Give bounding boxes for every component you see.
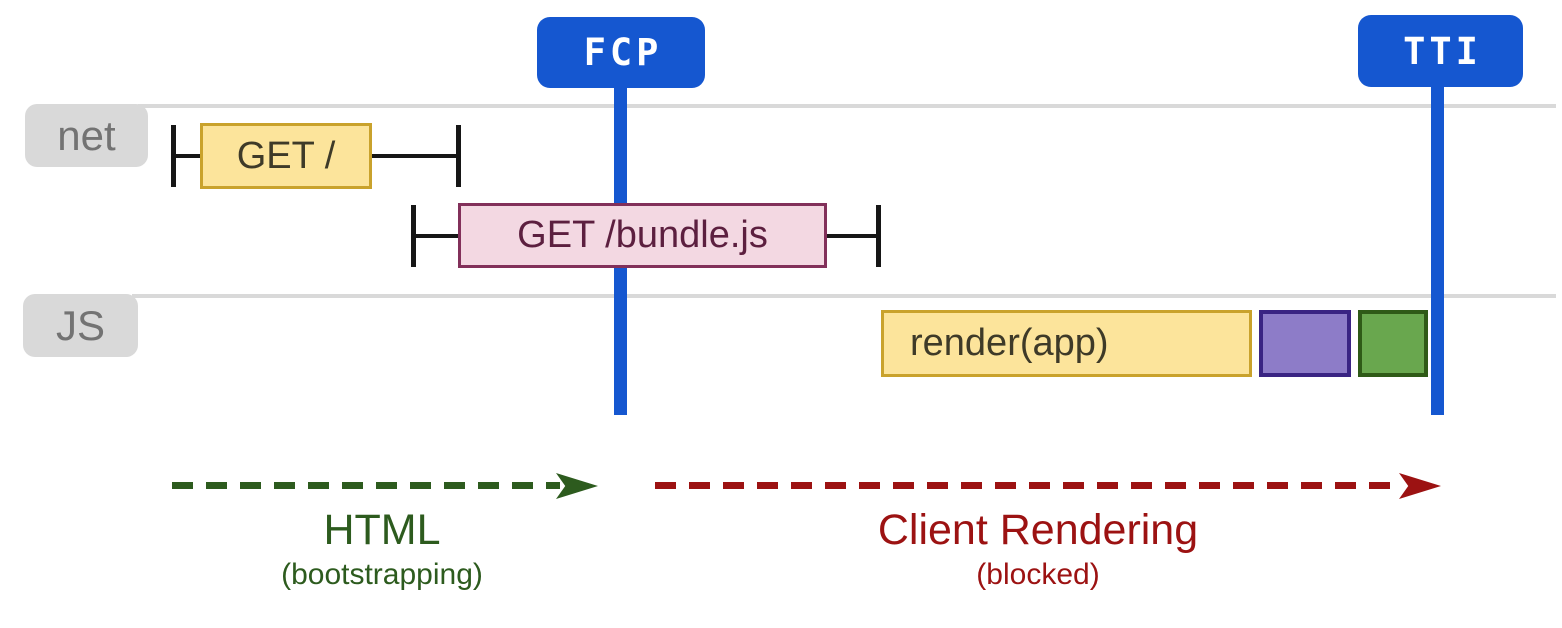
tti-marker-line — [1431, 84, 1444, 415]
net-lane-label: net — [25, 104, 148, 167]
get-bundle-right-connector — [827, 234, 877, 238]
fcp-badge: FCP — [537, 17, 705, 88]
html-phase-arrowhead-icon — [556, 473, 598, 499]
client-rendering-subtitle: (blocked) — [976, 558, 1100, 591]
fcp-badge-label: FCP — [583, 31, 663, 74]
get-root-left-connector — [176, 154, 200, 158]
render-app-bar: render(app) — [881, 310, 1252, 377]
html-phase-subtitle: (bootstrapping) — [281, 558, 483, 591]
js-lane-label-text: JS — [55, 301, 105, 349]
render-app-bar-label: render(app) — [910, 322, 1109, 364]
net-lane-label-text: net — [57, 111, 116, 159]
get-bundle-bar: GET /bundle.js — [458, 203, 827, 268]
get-root-left-tick — [171, 125, 176, 187]
tti-badge-label: TTI — [1403, 29, 1482, 73]
green-task-bar — [1358, 310, 1428, 377]
get-bundle-bar-label: GET /bundle.js — [517, 214, 768, 256]
client-rendering-title: Client Rendering — [877, 506, 1199, 554]
client-rendering-arrowhead-icon — [1399, 473, 1441, 499]
tti-badge: TTI — [1358, 15, 1523, 87]
get-bundle-left-tick — [411, 205, 416, 267]
net-lane-line — [138, 104, 1556, 108]
html-phase-title: HTML — [323, 506, 441, 554]
get-root-right-connector — [372, 154, 458, 158]
js-lane-label: JS — [23, 294, 138, 357]
get-root-bar-label: GET / — [236, 134, 336, 177]
purple-task-bar — [1259, 310, 1351, 377]
get-root-right-tick — [456, 125, 461, 187]
get-bundle-right-tick — [876, 205, 881, 267]
client-rendering-dashed-line — [655, 482, 1400, 489]
get-root-bar: GET / — [200, 123, 372, 189]
html-phase-dashed-line — [172, 482, 560, 489]
js-lane-line — [132, 294, 1556, 298]
get-bundle-left-connector — [416, 234, 458, 238]
